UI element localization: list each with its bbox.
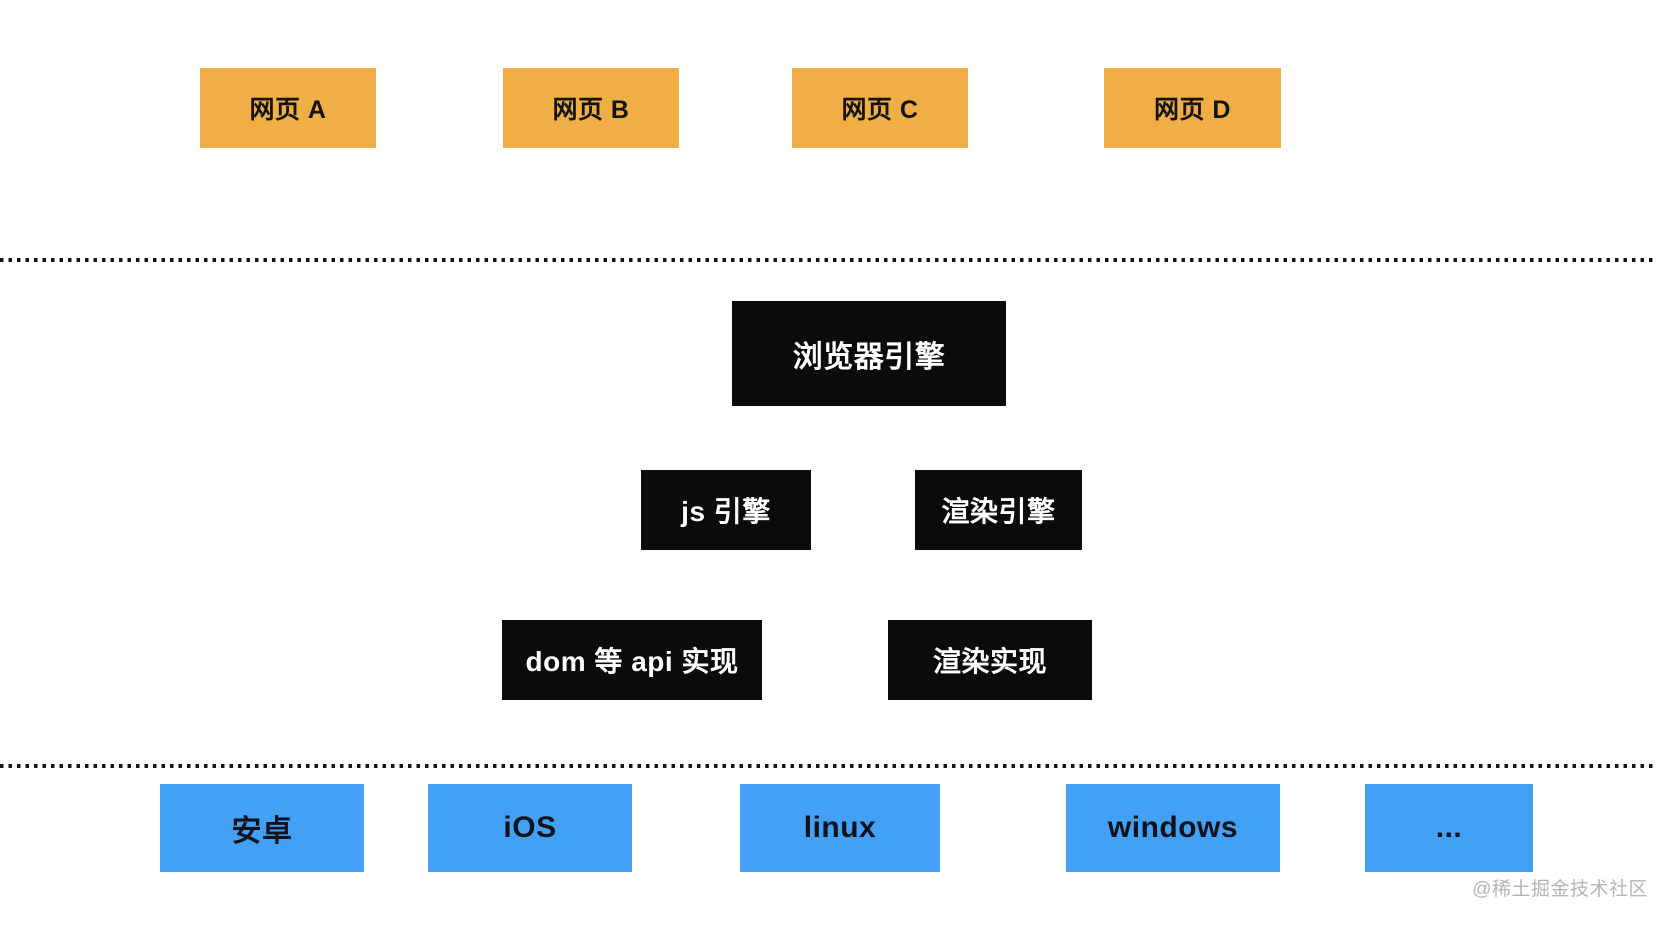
render-implementation-box: 渲染实现 [888, 620, 1092, 700]
dom-api-implementation-box: dom 等 api 实现 [502, 620, 762, 700]
platform-windows-box: windows [1066, 784, 1280, 872]
webpage-d-box: 网页 D [1104, 68, 1281, 148]
browser-engine-box: 浏览器引擎 [732, 301, 1006, 406]
dotted-separator-top [0, 258, 1656, 262]
render-engine-box: 渲染引擎 [915, 470, 1082, 550]
platform-ellipsis-box: ... [1365, 784, 1533, 872]
webpage-a-box: 网页 A [200, 68, 376, 148]
platform-linux-box: linux [740, 784, 940, 872]
watermark-text: @稀土掘金技术社区 [1472, 879, 1648, 900]
webpage-c-box: 网页 C [792, 68, 968, 148]
js-engine-box: js 引擎 [641, 470, 811, 550]
platform-ios-box: iOS [428, 784, 632, 872]
dotted-separator-bottom [0, 764, 1656, 768]
platform-android-box: 安卓 [160, 784, 364, 872]
webpage-b-box: 网页 B [503, 68, 679, 148]
